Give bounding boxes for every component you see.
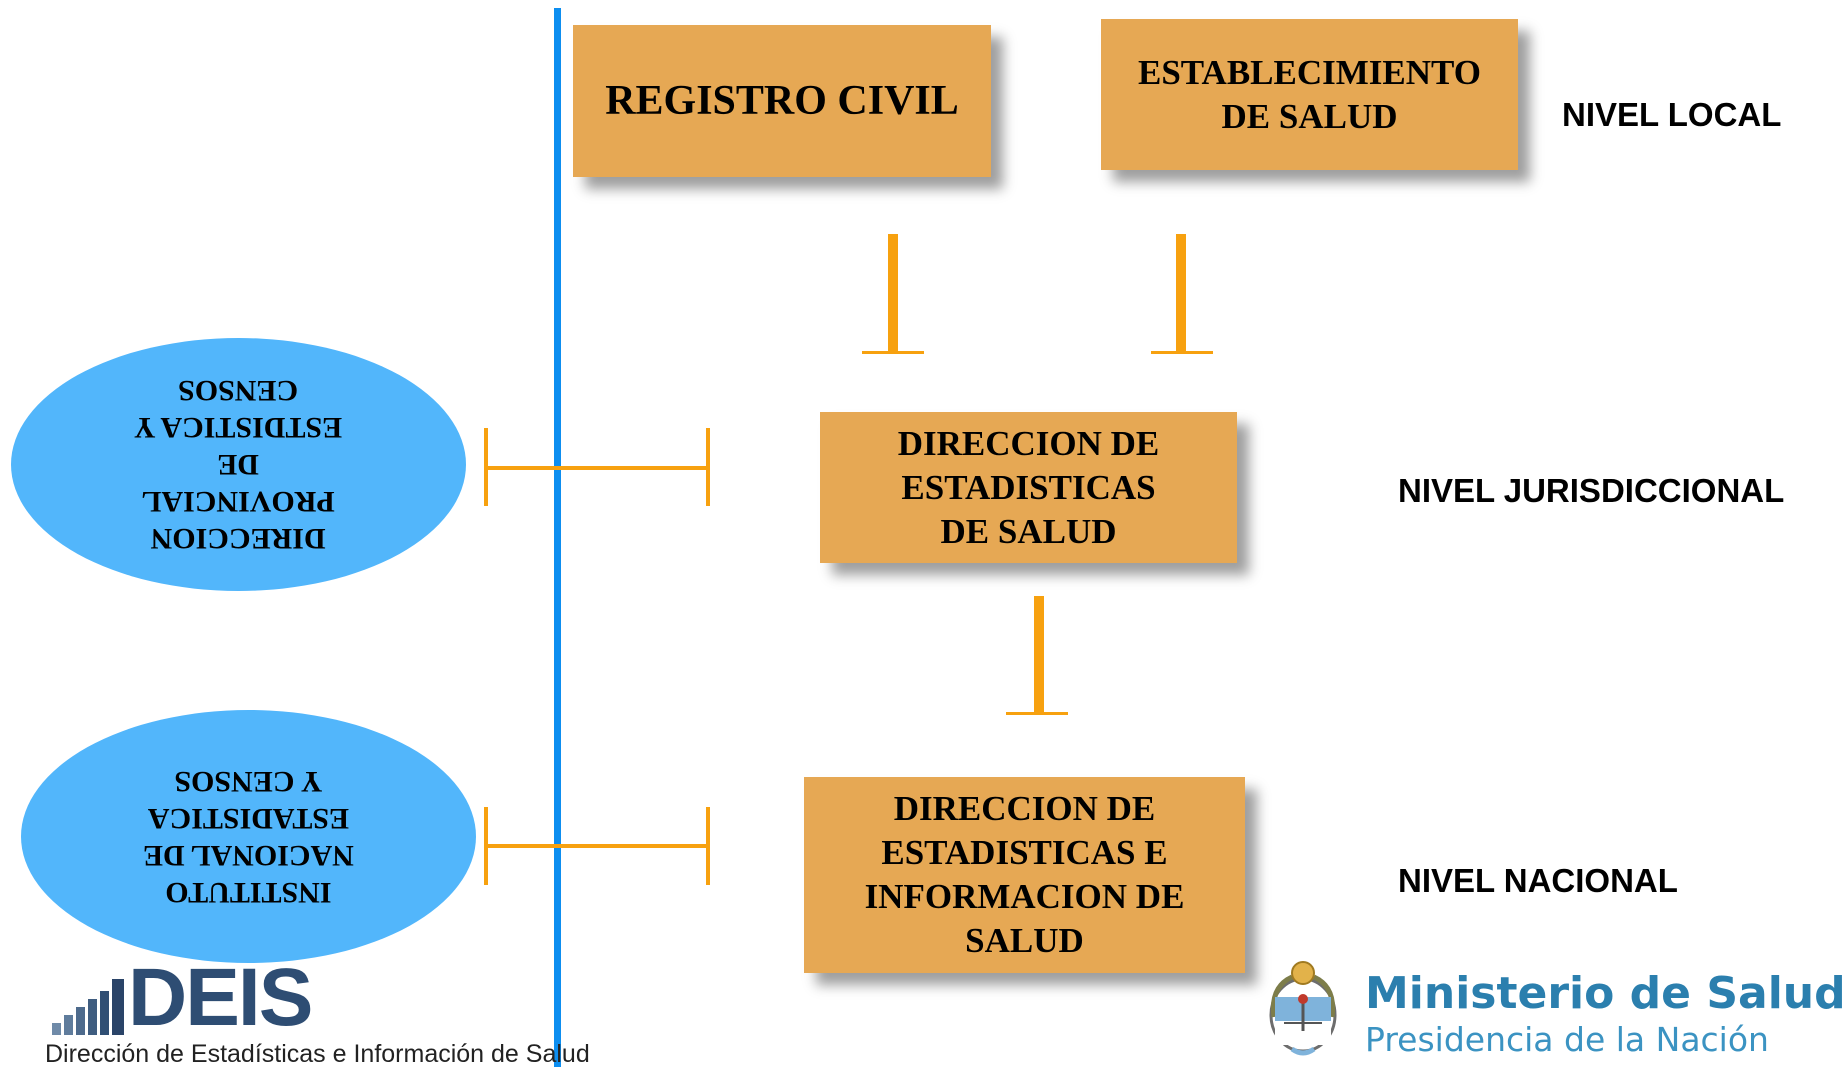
direccion-nacional-box: DIRECCION DE ESTADISTICAS E INFORMACION … xyxy=(804,777,1245,973)
nivel-nacional-label: NIVEL NACIONAL xyxy=(1398,862,1678,899)
deis-wordmark: DEIS xyxy=(128,952,313,1043)
connector-nacional-left-tick xyxy=(484,807,488,885)
establecimiento-label: ESTABLECIMIENTO DE SALUD xyxy=(1138,52,1481,136)
deis-subtitle: Dirección de Estadísticas e Información … xyxy=(45,1040,590,1068)
registro-civil-label: REGISTRO CIVIL xyxy=(605,78,959,124)
direccion-estadisticas-salud-box: DIRECCION DE ESTADISTICAS DE SALUD xyxy=(820,412,1237,563)
connector-provincial-right-tick xyxy=(706,428,710,506)
registro-civil-box: REGISTRO CIVIL xyxy=(573,25,991,177)
connector-nacional xyxy=(484,844,710,848)
arrow-establecimiento-head xyxy=(1151,351,1213,354)
direccion-provincial-oval: DIRECCION PROVINCIAL DE ESTDISTICA Y CEN… xyxy=(11,338,466,591)
arrow-establecimiento-down xyxy=(1176,234,1186,352)
nivel-local-label: NIVEL LOCAL xyxy=(1562,96,1782,133)
vertical-divider-line xyxy=(554,8,561,1067)
connector-provincial xyxy=(484,466,710,470)
instituto-nacional-label: INSTITUTO NACIONAL DE ESTADISTICA Y CENS… xyxy=(143,764,354,909)
deis-bars-icon xyxy=(52,979,124,1035)
deis-logo: DEIS xyxy=(50,952,370,1043)
connector-provincial-left-tick xyxy=(484,428,488,506)
arrow-direccion-down xyxy=(1034,596,1044,713)
coat-of-arms-icon xyxy=(1269,961,1337,1056)
arrow-registro-head xyxy=(862,351,924,354)
direccion-nacional-label: DIRECCION DE ESTADISTICAS E INFORMACION … xyxy=(864,789,1185,960)
nivel-jurisdiccional-label: NIVEL JURISDICCIONAL xyxy=(1398,472,1785,509)
ministerio-title: Ministerio de Salud xyxy=(1365,968,1845,1019)
direccion-estadisticas-salud-label: DIRECCION DE ESTADISTICAS DE SALUD xyxy=(897,423,1160,551)
connector-nacional-right-tick xyxy=(706,807,710,885)
instituto-nacional-oval: INSTITUTO NACIONAL DE ESTADISTICA Y CENS… xyxy=(21,710,476,963)
ministerio-subtitle: Presidencia de la Nación xyxy=(1365,1020,1769,1059)
arrow-direccion-head xyxy=(1006,712,1068,715)
arrow-registro-down xyxy=(888,234,898,352)
direccion-provincial-label: DIRECCION PROVINCIAL DE ESTDISTICA Y CEN… xyxy=(134,374,343,555)
establecimiento-box: ESTABLECIMIENTO DE SALUD xyxy=(1101,19,1518,170)
